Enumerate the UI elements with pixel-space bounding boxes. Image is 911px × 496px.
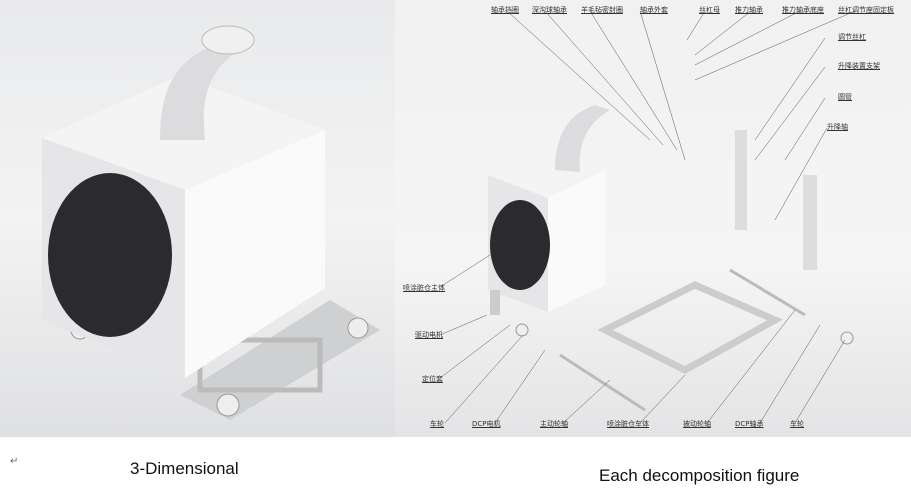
label-lift-shaft: 升降轴 — [827, 123, 848, 131]
label-wheel-left: 车轮 — [430, 420, 444, 428]
paragraph-mark: ↵ — [10, 456, 19, 467]
label-locating-sleeve: 定位套 — [422, 375, 443, 383]
label-deep-groove-bearing: 深沟球轴承 — [532, 6, 567, 14]
machine-3d-render — [42, 25, 380, 420]
label-thrust-bearing: 推力轴承 — [735, 6, 763, 14]
label-screw-seat-plate: 丝杠调节座固定板 — [838, 6, 894, 14]
label-screw-nut: 丝杠母 — [699, 6, 720, 14]
label-drive-axle: 主动轮轴 — [540, 420, 568, 428]
label-bearing-sleeve: 轴承外套 — [640, 6, 668, 14]
label-adjust-screw: 调节丝杠 — [838, 33, 866, 41]
label-round-tube: 圆管 — [838, 93, 852, 101]
label-lift-bracket: 升降装置支架 — [838, 62, 880, 70]
label-dcp-bearing: DCP轴承 — [735, 420, 764, 428]
caption-decomposition: Each decomposition figure — [599, 466, 800, 485]
machine-exploded-render — [439, 10, 856, 424]
label-dcp-motor: DCP电机 — [472, 420, 501, 428]
label-cart-body: 喷涂脏仓车体 — [607, 420, 649, 428]
figure-3d-view — [0, 0, 395, 437]
label-thrust-bearing-base: 推力轴承底座 — [782, 6, 824, 14]
label-driven-axle: 被动轮轴 — [683, 420, 711, 428]
caption-3d: 3-Dimensional — [130, 459, 239, 478]
label-bearing-retainer: 轴承挡圈 — [491, 6, 519, 14]
label-felt-seal: 羊毛毡密封圈 — [581, 6, 623, 14]
label-wheel-right: 车轮 — [790, 420, 804, 428]
label-drive-motor: 驱动电机 — [415, 331, 443, 339]
label-main-body: 喷涂脏仓主体 — [403, 284, 445, 292]
figure-exploded-view: 轴承挡圈 深沟球轴承 羊毛毡密封圈 轴承外套 丝杠母 推力轴承 推力轴承底座 丝… — [395, 0, 911, 437]
